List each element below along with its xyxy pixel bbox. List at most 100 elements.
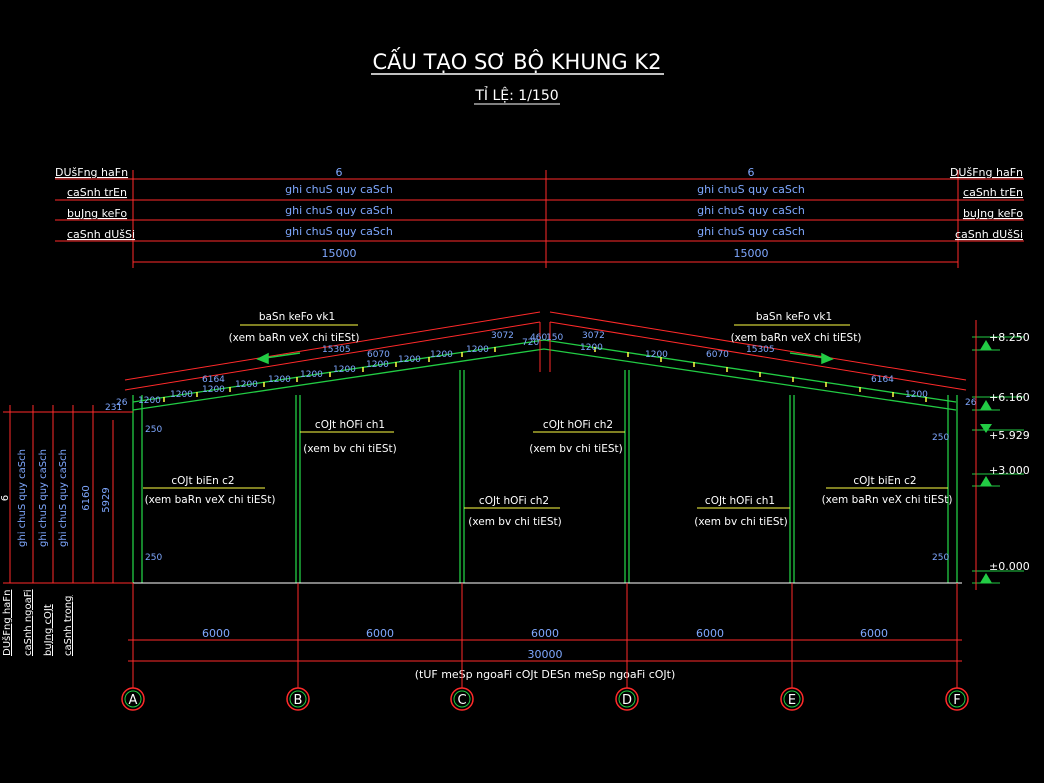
seg-6070-r: 6070 [706,350,729,360]
drawing-scale: TỈ LỆ: 1/150 [474,86,558,104]
purlin-ticks [163,347,927,402]
row-label-left-0: DUšFng haFn [55,166,128,179]
elev-0000: ±0.000 [989,560,1030,573]
axis-bubbles: A B C D E F [121,583,969,711]
rafter-ref-left: (xem baRn veX chi tiESt) [229,332,360,344]
rd-5: 1200 [300,370,323,380]
rafter-label-left: baSn keFo vk1 [259,311,335,323]
col-cg2-lower: cOJt hOFi ch2 [479,495,549,507]
rd-9: 1200 [430,350,453,360]
rafter-dims [124,311,967,391]
axis-label-f: F [953,693,960,708]
rd-12: 1200 [645,350,668,360]
row-label-right-1: caSnh trEn [963,186,1023,199]
row-note-r1: ghi chuS quy caSch [697,183,805,196]
left-h1: 6160 [81,485,92,510]
rafter-ref-right: (xem baRn veX chi tiESt) [731,332,862,344]
col-cb-left: cOJt biEn c2 [171,475,234,487]
bay-1: 6000 [366,627,394,640]
rd-8: 1200 [398,355,421,365]
rd-4: 1200 [268,375,291,385]
axis-label-d: D [622,693,632,708]
axis-d: D [615,583,639,711]
row-note-r2: ghi chuS quy caSch [697,204,805,217]
left-note-2: ghi chuS quy caSch [38,449,49,547]
rd-3: 1200 [235,380,258,390]
left-h2: 5929 [101,487,112,512]
col-cg1-right-ref: (xem bv chi tiESt) [694,516,787,528]
row-note-l1: ghi chuS quy caSch [285,183,393,196]
span-left: 15000 [322,247,357,260]
elevation-markers: +8.250 +6.160 +5.929 +3.000 ±0.000 [972,320,1030,590]
rd-13: 1200 [905,390,928,400]
elev-5929: +5.929 [989,429,1030,442]
col-cg2-lower-ref: (xem bv chi tiESt) [468,516,561,528]
axis-a: A [121,583,145,711]
elev-3000: +3.000 [989,464,1030,477]
col-cb-left-ref: (xem baRn veX chi tiESt) [145,494,276,506]
row-label-left-3: caSnh dUšSi [67,228,135,241]
rd-2: 1200 [202,385,225,395]
haunch-250-1: 250 [145,425,162,435]
col-cg1-right: cOJt hOFi ch1 [705,495,775,507]
col-cb-right: cOJt biEn c2 [853,475,916,487]
left-note-3: ghi chuS quy caSch [58,449,69,547]
total-span: 30000 [528,648,563,661]
row-label-left-1: caSnh trEn [67,186,127,199]
top-schedule [55,170,1024,268]
rd-6: 1200 [333,365,356,375]
rd-1: 1200 [170,390,193,400]
rd-7: 1200 [366,360,389,370]
bay-4: 6000 [860,627,888,640]
left-bottom-3: caSnh trong [63,596,74,656]
eave-231-l: 231 [105,403,122,413]
seg-6164-l: 6164 [202,375,225,385]
seg-3072-r: 3072 [582,331,605,341]
ridge-460: 460 [530,333,547,343]
ridge-150: 150 [546,333,563,343]
axis-f: F [945,583,969,711]
span-note: (tUF meSp ngoaFi cOJt DESn meSp ngoaFi c… [415,668,676,681]
row-label-right-2: buJng keFo [963,207,1023,220]
rafter-dim-labels: 1200 1200 1200 1200 1200 1200 1200 1200 … [105,331,977,563]
left-bottom-1: caSnh ngoaFi [23,589,34,656]
col-cg2-upper-ref: (xem bv chi tiESt) [529,443,622,455]
col-cg1-left-ref: (xem bv chi tiESt) [303,443,396,455]
bay-0: 6000 [202,627,230,640]
eave-26-r: 26 [965,398,977,408]
seg-15305-l: 15305 [322,345,351,355]
row-note-l3: ghi chuS quy caSch [285,225,393,238]
base-250-r: 250 [932,553,949,563]
seg-3072-l: 3072 [491,331,514,341]
col-cb-right-ref: (xem baRn veX chi tiESt) [822,494,953,506]
row-count-right: 6 [748,166,755,179]
bay-3: 6000 [696,627,724,640]
left-bottom-2: buJng cOJt [43,604,54,656]
rd-11: 1200 [580,343,603,353]
elev-8250: +8.250 [989,331,1030,344]
seg-6070-l: 6070 [367,350,390,360]
axis-e: E [780,583,804,711]
row-label-left-2: buJng keFo [67,207,127,220]
row-label-right-0: DUšFng haFn [950,166,1023,179]
axis-label-e: E [788,693,796,708]
seg-15305-r: 15305 [746,345,775,355]
columns [128,370,962,584]
left-count: 6 [0,495,11,501]
rd-0: 1200 [138,396,161,406]
left-bottom-0: DUšFng haFn [1,590,13,656]
axis-label-a: A [129,693,138,708]
eave-26-l: 26 [116,398,128,408]
ridge-720: 720 [522,338,539,348]
col-cg1-left: cOJt hOFi ch1 [315,419,385,431]
bay-2: 6000 [531,627,559,640]
haunch-250-2: 250 [932,433,949,443]
rafter-label-right: baSn keFo vk1 [756,311,832,323]
left-schedule [3,405,133,584]
left-note-1: ghi chuS quy caSch [17,449,28,547]
span-right: 15000 [734,247,769,260]
row-note-l2: ghi chuS quy caSch [285,204,393,217]
row-count-left: 6 [336,166,343,179]
